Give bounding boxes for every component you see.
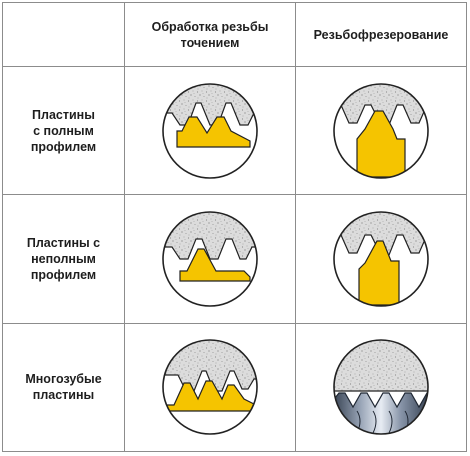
column-header-turning: Обработка резьбы точением bbox=[124, 2, 296, 67]
cell-partial-profile-milling bbox=[295, 194, 467, 324]
multi-tooth-milling-diagram bbox=[333, 339, 429, 436]
multi-tooth-insert bbox=[163, 380, 257, 412]
detail-circle bbox=[333, 211, 429, 307]
row-header-full-profile: Пластины с полным профилем bbox=[2, 65, 125, 196]
row-header-multi-tooth: Многозубые пластины bbox=[2, 322, 125, 453]
partial-profile-milling-diagram bbox=[333, 211, 429, 307]
column-header-milling-label: Резьбофрезерование bbox=[313, 27, 449, 42]
cell-full-profile-turning bbox=[124, 65, 296, 196]
comparison-table: Обработка резьбы точением Резьбофрезеров… bbox=[2, 2, 467, 453]
row-header-partial-profile-label: Пластины с неполным профилем bbox=[26, 235, 101, 282]
row-header-partial-profile: Пластины с неполным профилем bbox=[2, 194, 125, 324]
row-header-full-profile-label: Пластины с полным профилем bbox=[30, 107, 97, 154]
full-profile-milling-diagram bbox=[333, 82, 429, 179]
full-profile-insert bbox=[356, 110, 406, 178]
workpiece-thread bbox=[163, 83, 257, 126]
full-profile-turning-diagram bbox=[162, 82, 258, 179]
cell-multi-tooth-turning bbox=[124, 322, 296, 453]
detail-circle bbox=[162, 339, 258, 436]
partial-profile-turning-diagram bbox=[162, 211, 258, 307]
column-header-milling: Резьбофрезерование bbox=[295, 2, 467, 67]
detail-circle bbox=[162, 211, 258, 307]
workpiece-thread bbox=[163, 211, 257, 260]
partial-profile-insert bbox=[358, 240, 400, 306]
detail-circle bbox=[333, 339, 429, 436]
column-header-turning-label: Обработка резьбы точением bbox=[151, 19, 269, 50]
cell-full-profile-milling bbox=[295, 65, 467, 196]
cell-multi-tooth-milling bbox=[295, 322, 467, 453]
full-profile-insert bbox=[176, 116, 251, 148]
cell-partial-profile-turning bbox=[124, 194, 296, 324]
row-header-multi-tooth-label: Многозубые пластины bbox=[25, 372, 102, 403]
workpiece-thread bbox=[334, 340, 428, 392]
corner-cell bbox=[2, 2, 125, 67]
detail-circle bbox=[333, 82, 429, 179]
detail-circle bbox=[162, 82, 258, 179]
partial-profile-insert bbox=[179, 248, 251, 282]
multi-tooth-turning-diagram bbox=[162, 339, 258, 436]
